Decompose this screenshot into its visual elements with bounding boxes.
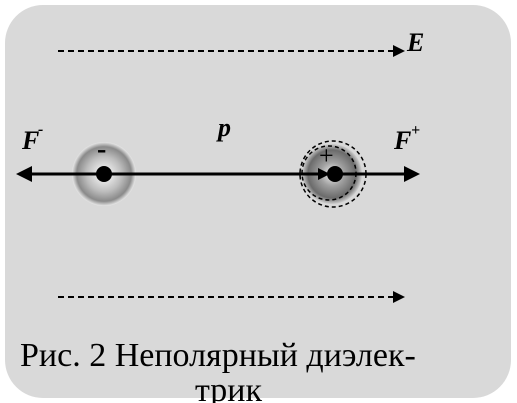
field-line-top-arrowhead <box>393 45 405 57</box>
force-label-minus: F <box>21 126 39 155</box>
force-arrow-minus-head <box>16 166 32 182</box>
force-label-minus-symbol: F <box>21 126 39 155</box>
force-arrow-plus-head <box>404 166 420 182</box>
field-line-bottom-arrowhead <box>393 291 405 303</box>
dipole-vector-arrowhead <box>318 168 330 180</box>
caption-line-2: трик <box>195 372 262 403</box>
dipole-label-p: p <box>216 113 231 142</box>
diagram-panel <box>5 5 511 398</box>
force-label-plus: F <box>393 126 411 155</box>
force-label-plus-symbol: F <box>393 126 411 155</box>
force-label-plus-sup: + <box>411 122 420 139</box>
positive-charge-sign: + <box>319 141 334 170</box>
negative-charge-center <box>96 166 112 182</box>
force-label-minus-sup: - <box>38 121 43 138</box>
field-label-e: E <box>406 28 424 57</box>
negative-charge-sign: - <box>97 134 106 165</box>
positive-charge-center <box>327 166 343 182</box>
caption-line-1: Рис. 2 Неполярный диэлек- <box>20 337 416 374</box>
